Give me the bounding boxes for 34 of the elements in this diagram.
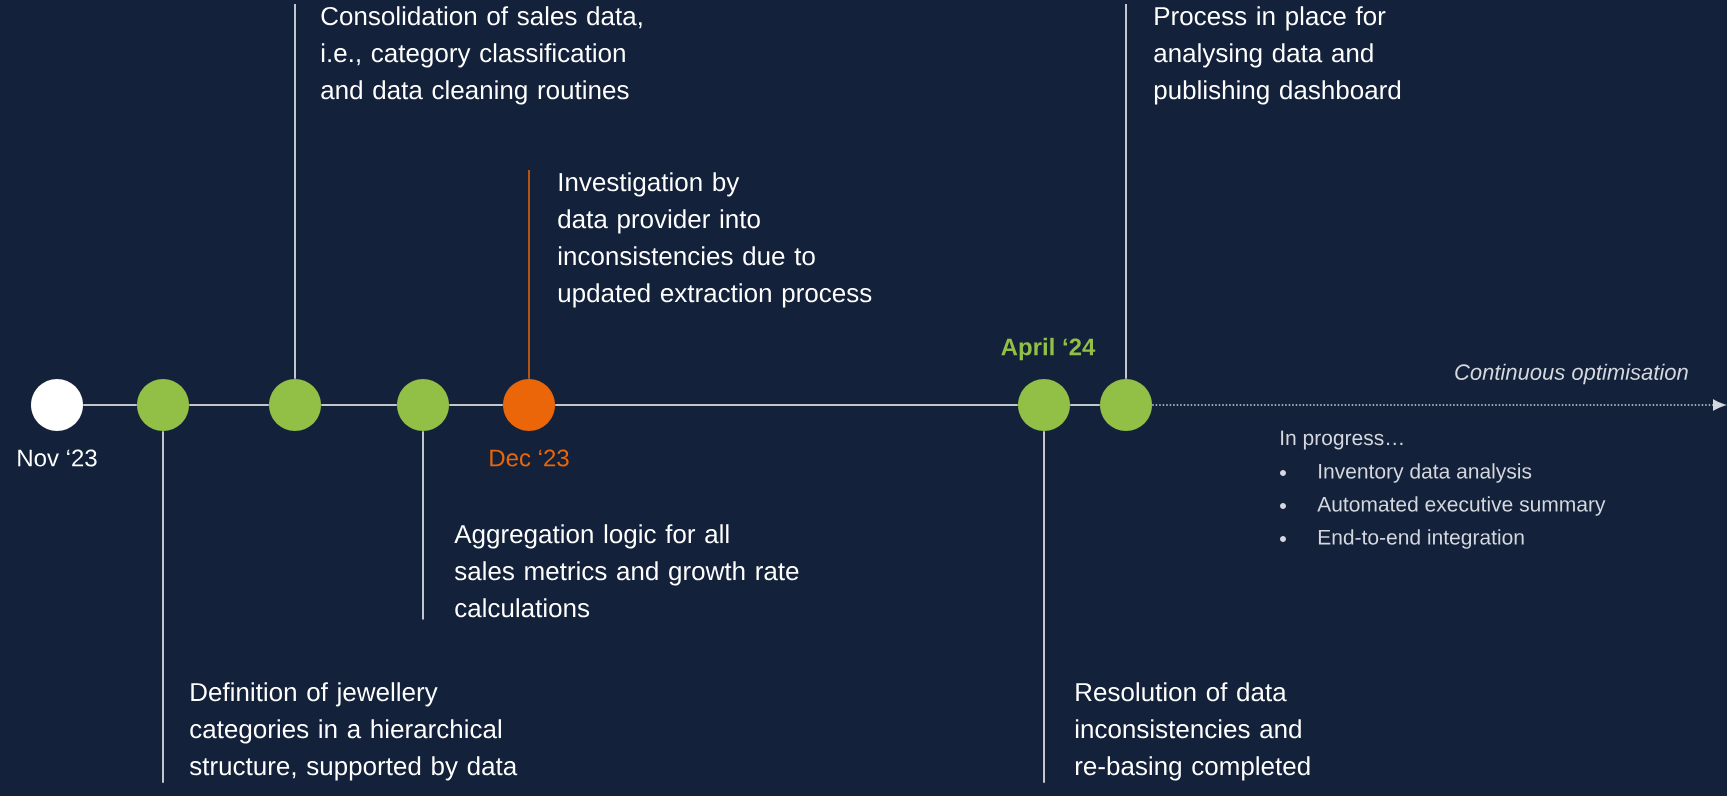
milestone-dot xyxy=(503,379,555,431)
milestone-dot xyxy=(1100,379,1152,431)
date-label: Nov ‘23 xyxy=(18,449,97,467)
arrow xyxy=(1151,399,1726,411)
milestone-dot xyxy=(137,379,189,431)
milestone-dot xyxy=(31,379,83,431)
milestone-dot xyxy=(269,379,321,431)
leader-line xyxy=(162,430,164,784)
milestone-dot xyxy=(397,379,449,431)
timeline-line xyxy=(82,404,138,406)
leader-line xyxy=(422,430,424,621)
timeline-line xyxy=(188,404,270,406)
timeline-line xyxy=(554,404,1019,406)
milestone-dot xyxy=(1018,379,1070,431)
leader-line xyxy=(1125,3,1127,380)
leader-line xyxy=(1043,430,1045,784)
milestone-text: Resolution of data inconsistencies and re-basing completed xyxy=(1075,682,1310,781)
timeline-line xyxy=(1069,404,1101,406)
note-heading: In progress… xyxy=(1281,430,1403,450)
leader-line xyxy=(528,169,530,380)
date-label: Dec ‘23 xyxy=(490,449,569,467)
bullet-item: Automated executive summary xyxy=(1280,496,1606,516)
edge-label: Continuous optimisation xyxy=(1455,363,1688,385)
milestone-text: Definition of jewellery categories in a hierarchical structure, supported by data xyxy=(189,682,518,781)
timeline-line xyxy=(448,404,504,406)
date-label: April ‘24 xyxy=(1001,337,1096,361)
timeline-line xyxy=(320,404,398,406)
milestone-text: Investigation by data provider into inconsistencies due to updated extraction process xyxy=(558,172,872,308)
milestone-text: Aggregation logic for all sales metrics and growth rate calculations xyxy=(454,524,799,618)
bullet-item: Inventory data analysis xyxy=(1280,463,1532,483)
leader-line xyxy=(294,3,296,380)
milestone-text: Process in place for analysing data and publishing dashboard xyxy=(1154,6,1401,105)
bullet-item: End-to-end integration xyxy=(1280,529,1524,549)
milestone-text: Consolidation of sales data, i.e., category classification and data cleaning routines xyxy=(321,6,642,105)
